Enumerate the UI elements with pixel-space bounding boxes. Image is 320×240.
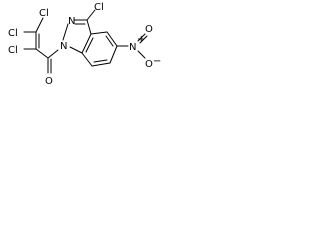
bond-c2-c3 [35,48,49,59]
bond-c4-c5-inner [105,35,114,47]
atom-n1: N [60,41,67,52]
bond-c6-c7 [91,62,111,67]
atom-cl-left-bottom: Cl [8,45,18,56]
bonds [23,9,148,74]
bond-nitro-o-top-b [139,35,148,44]
atom-nitro-o-top: O [145,24,153,35]
bond-c6-c7-inner [93,59,108,63]
bond-c3a-c4 [90,31,108,35]
atom-o-carbonyl: O [45,76,53,87]
bond-c7-c7a [81,52,93,67]
atom-cl-left-top: Cl [8,28,18,39]
atom-nitro-n-charge: + [137,34,145,45]
atom-nitro-o-charge: − [153,56,161,67]
bond-c3-c3a [86,19,92,35]
bond-c3-cl [86,9,96,21]
bond-nitro-o-bottom [137,50,146,59]
bond-c3-n1 [47,49,59,59]
atom-cl-indazole: Cl [94,2,104,13]
bond-nitro-o-top-a [137,33,146,42]
bond-c7a-c3a-inner [85,37,94,53]
atom-n2: N [68,16,75,27]
atom-nitro-n: N [129,42,136,53]
bond-n1-n2 [62,23,69,41]
atom-cl-top: Cl [39,8,49,19]
bond-n1-c7a [69,46,83,54]
bond-c4-c5 [106,31,118,47]
molecule-diagram: Cl Cl Cl Cl N N O N + O O − [0,0,164,94]
atom-nitro-o-bottom: O [145,59,153,70]
bond-c7a-c3a [81,33,92,54]
bond-c1-cl-top [35,17,44,33]
atom-labels: Cl Cl Cl Cl N N O N + O O − [8,2,161,87]
structure-svg: Cl Cl Cl Cl N N O N + O O − [8,2,161,87]
bond-c5-c6 [109,45,118,64]
